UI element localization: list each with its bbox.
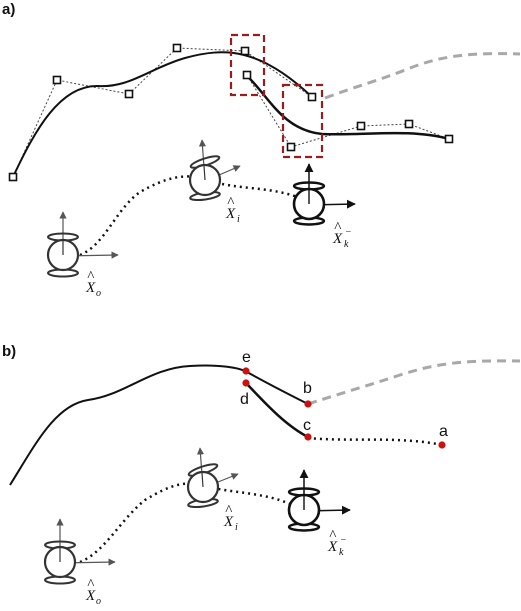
pose-current-sub: k [339, 547, 344, 558]
robot-intermediate [186, 447, 239, 509]
label-b: b [303, 380, 312, 397]
pose-hat: ^ [225, 503, 233, 519]
pose-current-sub: k [344, 239, 349, 250]
label-c: c [303, 417, 311, 434]
pose-hat: ^ [334, 220, 342, 236]
pose-origin-symbol: X [85, 280, 96, 296]
robot-intermediate [188, 139, 241, 202]
control-point [240, 46, 250, 56]
spline-path-lower [246, 75, 450, 141]
panel-a-label: a) [2, 1, 15, 18]
robot-origin [43, 518, 116, 585]
pose-hat: ^ [227, 195, 235, 211]
control-point [307, 92, 317, 102]
pose-intermediate-symbol: X [225, 206, 236, 222]
pose-intermediate-sub: i [235, 522, 238, 533]
pose-intermediate-symbol: X [223, 514, 234, 530]
pose-label-intermediate: X ^ i [223, 503, 238, 533]
control-point [8, 172, 18, 182]
pose-intermediate-sub: i [237, 214, 240, 225]
control-point [124, 89, 134, 99]
control-point [356, 121, 366, 131]
pose-origin-sub: o [96, 288, 101, 299]
pose-label-origin: X ^ o [85, 269, 101, 299]
previous-path [9, 364, 309, 486]
pose-origin-symbol: X [85, 588, 96, 604]
pose-current-symbol: X [327, 539, 338, 555]
highlight-box-upper [229, 33, 266, 97]
future-path-dashed [307, 359, 521, 406]
pose-current-sup: − [345, 227, 352, 238]
pose-current-sup: − [340, 535, 347, 546]
control-points [8, 43, 454, 182]
robot-current [287, 469, 351, 532]
pose-origin-sub: o [96, 596, 101, 607]
spline-path-upper [12, 51, 313, 178]
keypoint-a [438, 441, 446, 449]
robot-current [292, 163, 356, 226]
pose-current-symbol: X [332, 231, 343, 247]
control-point [404, 119, 414, 129]
pose-label-intermediate: X ^ i [225, 195, 240, 225]
control-point [172, 43, 182, 53]
control-point [52, 75, 62, 85]
keypoint-e [242, 367, 250, 375]
remaining-path-dotted [307, 436, 443, 447]
pose-label-origin: X ^ o [85, 577, 101, 607]
replanned-path [245, 382, 309, 439]
control-point [242, 70, 252, 80]
pose-label-current: X ^ k − [327, 528, 347, 558]
label-a: a [439, 423, 448, 440]
keypoint-c [304, 433, 312, 441]
keypoint-d [242, 379, 250, 387]
control-point [444, 134, 454, 144]
future-path-dashed [324, 52, 521, 100]
robot-trajectory [79, 175, 301, 257]
control-point [286, 142, 296, 152]
robot-origin [46, 211, 119, 278]
panel-a: a) [2, 1, 521, 299]
label-d: d [240, 391, 249, 408]
keypoint-b [304, 400, 312, 408]
panel-b: b) e d b c a X ^ [2, 343, 521, 607]
label-e: e [242, 349, 251, 366]
pose-hat: ^ [87, 577, 95, 593]
pose-hat: ^ [87, 269, 95, 285]
robot-trajectory [79, 482, 299, 564]
pose-hat: ^ [329, 528, 337, 544]
pose-label-current: X ^ k − [332, 220, 352, 250]
panel-b-label: b) [2, 343, 16, 360]
